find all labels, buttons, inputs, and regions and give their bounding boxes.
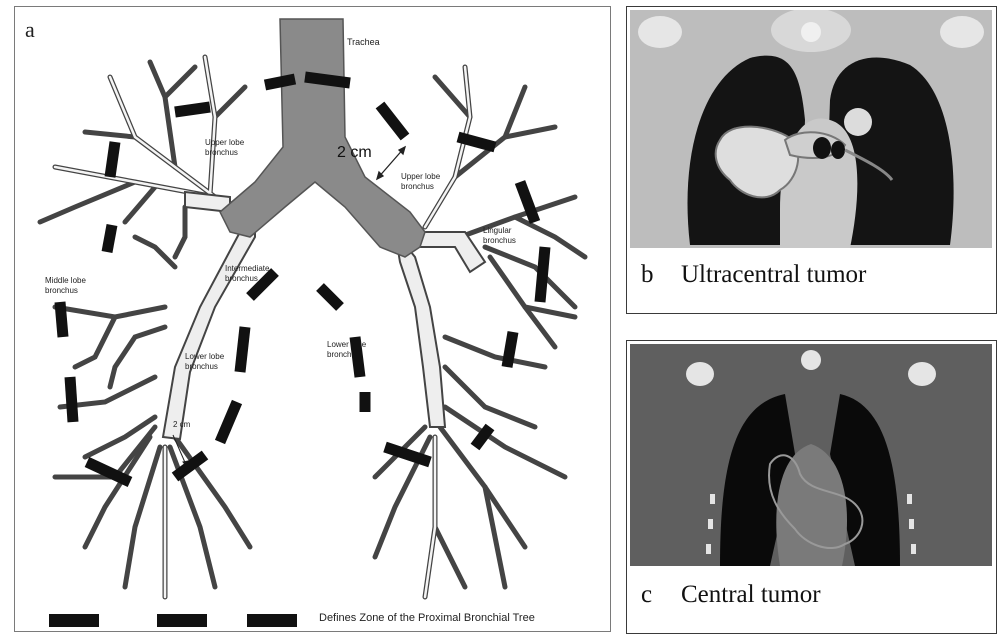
ct-scan-central-image (630, 344, 992, 566)
legend-dash-2 (157, 614, 207, 627)
label-2cm-upper: 2 cm (337, 144, 372, 161)
panel-c-letter: c (627, 581, 681, 609)
label-2cm-lower: 2 cm (173, 420, 191, 429)
label-trachea: Trachea (347, 37, 380, 47)
panel-b-letter: b (627, 261, 681, 289)
ct-scan-ultracentral-image (630, 10, 992, 248)
panel-c-caption-text: Central tumor (681, 581, 821, 608)
main-bronchi (163, 192, 485, 439)
legend: Defines Zone of the Proximal Bronchial T… (49, 612, 589, 632)
trachea-shape (220, 19, 425, 257)
panel-b-caption-text: Ultracentral tumor (681, 261, 866, 288)
panel-a-bronchial-tree: a (14, 6, 611, 632)
legend-dash-3 (247, 614, 297, 627)
legend-text: Defines Zone of the Proximal Bronchial T… (319, 612, 535, 624)
legend-dash-1 (49, 614, 99, 627)
